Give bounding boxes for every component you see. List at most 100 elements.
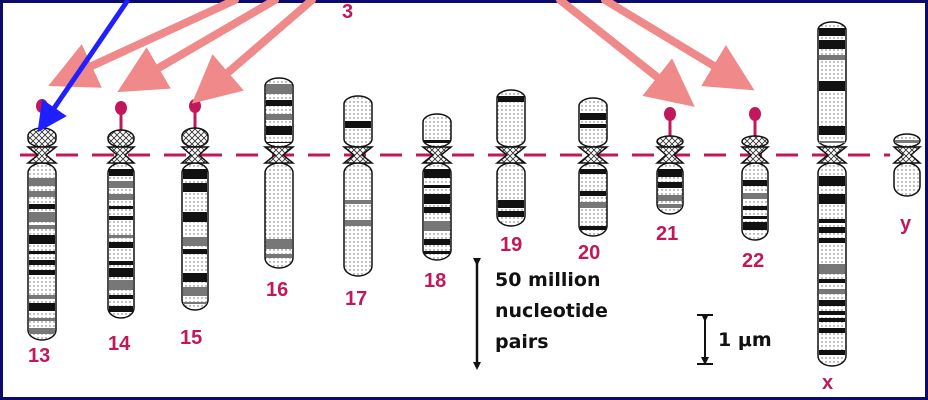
band-x bbox=[819, 328, 845, 333]
band-18 bbox=[424, 194, 450, 204]
band-21 bbox=[658, 204, 682, 208]
chromosome-14 bbox=[108, 101, 134, 318]
label-13: 13 bbox=[28, 345, 50, 367]
band-13 bbox=[29, 235, 55, 244]
band-15 bbox=[183, 249, 207, 254]
band-x bbox=[819, 194, 845, 204]
p-arm-15 bbox=[182, 128, 208, 147]
band-x bbox=[819, 350, 845, 355]
band-14 bbox=[109, 268, 133, 277]
satellite-13 bbox=[36, 99, 48, 113]
band-x bbox=[819, 311, 845, 315]
q-arm-y bbox=[894, 163, 920, 196]
band-x bbox=[819, 141, 845, 143]
band-x bbox=[819, 238, 845, 243]
label-18: 18 bbox=[424, 270, 446, 292]
satellite-14 bbox=[115, 101, 127, 115]
band-x bbox=[819, 227, 845, 233]
band-17 bbox=[345, 200, 371, 204]
band-20 bbox=[580, 202, 606, 208]
band-x bbox=[819, 289, 845, 294]
scale-large-line2: nucleotide bbox=[495, 300, 608, 322]
band-15 bbox=[183, 212, 207, 222]
band-15 bbox=[183, 302, 207, 304]
label-20: 20 bbox=[578, 242, 600, 264]
band-16 bbox=[266, 239, 292, 249]
band-13 bbox=[29, 251, 55, 254]
band-x bbox=[819, 40, 845, 49]
satellite-15 bbox=[189, 99, 201, 113]
band-16 bbox=[266, 84, 292, 94]
chromosome-y bbox=[894, 134, 920, 196]
band-14 bbox=[109, 206, 133, 209]
chromosome-x bbox=[818, 22, 846, 366]
band-x bbox=[819, 219, 845, 223]
band-13 bbox=[29, 178, 55, 186]
label-17: 17 bbox=[345, 288, 367, 310]
chromosome-20 bbox=[579, 98, 607, 236]
band-x bbox=[819, 318, 845, 322]
band-x bbox=[819, 28, 845, 36]
band-16 bbox=[266, 126, 292, 135]
label-19: 19 bbox=[500, 234, 522, 256]
band-18 bbox=[424, 239, 450, 245]
band-14 bbox=[109, 194, 133, 200]
band-18 bbox=[424, 140, 450, 143]
scale-small-label: 1 μm bbox=[718, 329, 772, 351]
band-13 bbox=[29, 270, 55, 275]
band-14 bbox=[109, 242, 133, 248]
band-16 bbox=[266, 114, 292, 120]
band-x bbox=[819, 126, 845, 135]
satellite-21 bbox=[664, 107, 676, 121]
band-14 bbox=[109, 216, 133, 220]
q-arm-17 bbox=[344, 163, 372, 276]
band-15 bbox=[183, 237, 207, 246]
label-15: 15 bbox=[180, 327, 202, 349]
band-13 bbox=[29, 303, 55, 311]
band-13 bbox=[29, 212, 55, 222]
band-15 bbox=[183, 273, 207, 282]
band-14 bbox=[109, 306, 133, 312]
band-22 bbox=[743, 206, 767, 210]
label-y: y bbox=[900, 213, 912, 235]
band-18 bbox=[424, 169, 450, 178]
band-x bbox=[819, 264, 845, 274]
band-19 bbox=[498, 200, 524, 208]
p-arm-20 bbox=[579, 98, 607, 147]
label-16: 16 bbox=[266, 279, 288, 301]
band-20 bbox=[580, 124, 606, 128]
band-22 bbox=[743, 222, 767, 230]
band-21 bbox=[658, 182, 682, 188]
band-13 bbox=[29, 191, 55, 197]
p-arm-13 bbox=[28, 128, 56, 147]
band-19 bbox=[498, 211, 524, 217]
band-y bbox=[895, 140, 919, 143]
band-13 bbox=[29, 328, 55, 334]
band-13 bbox=[29, 225, 55, 229]
band-x bbox=[819, 176, 845, 186]
band-18 bbox=[424, 207, 450, 213]
chromosome-17 bbox=[344, 96, 372, 276]
p-arm-14 bbox=[108, 130, 134, 147]
band-18 bbox=[424, 185, 450, 188]
band-13 bbox=[29, 204, 55, 209]
band-20 bbox=[580, 113, 606, 120]
band-18 bbox=[424, 251, 450, 254]
label-22: 22 bbox=[742, 250, 764, 272]
p-arm-22 bbox=[742, 136, 768, 147]
p-arm-21 bbox=[657, 136, 683, 147]
band-22 bbox=[743, 216, 767, 219]
label-x: x bbox=[822, 372, 833, 394]
scale-large-line3: pairs bbox=[495, 331, 549, 353]
chromosome-13 bbox=[28, 99, 56, 340]
band-18 bbox=[424, 221, 450, 231]
band-20 bbox=[580, 226, 606, 230]
band-x bbox=[819, 55, 845, 60]
figure-panel bbox=[3, 3, 925, 397]
band-13 bbox=[29, 260, 55, 265]
band-14 bbox=[109, 235, 133, 238]
band-14 bbox=[109, 295, 133, 299]
chromosome-16 bbox=[265, 78, 293, 268]
band-19 bbox=[498, 96, 524, 102]
